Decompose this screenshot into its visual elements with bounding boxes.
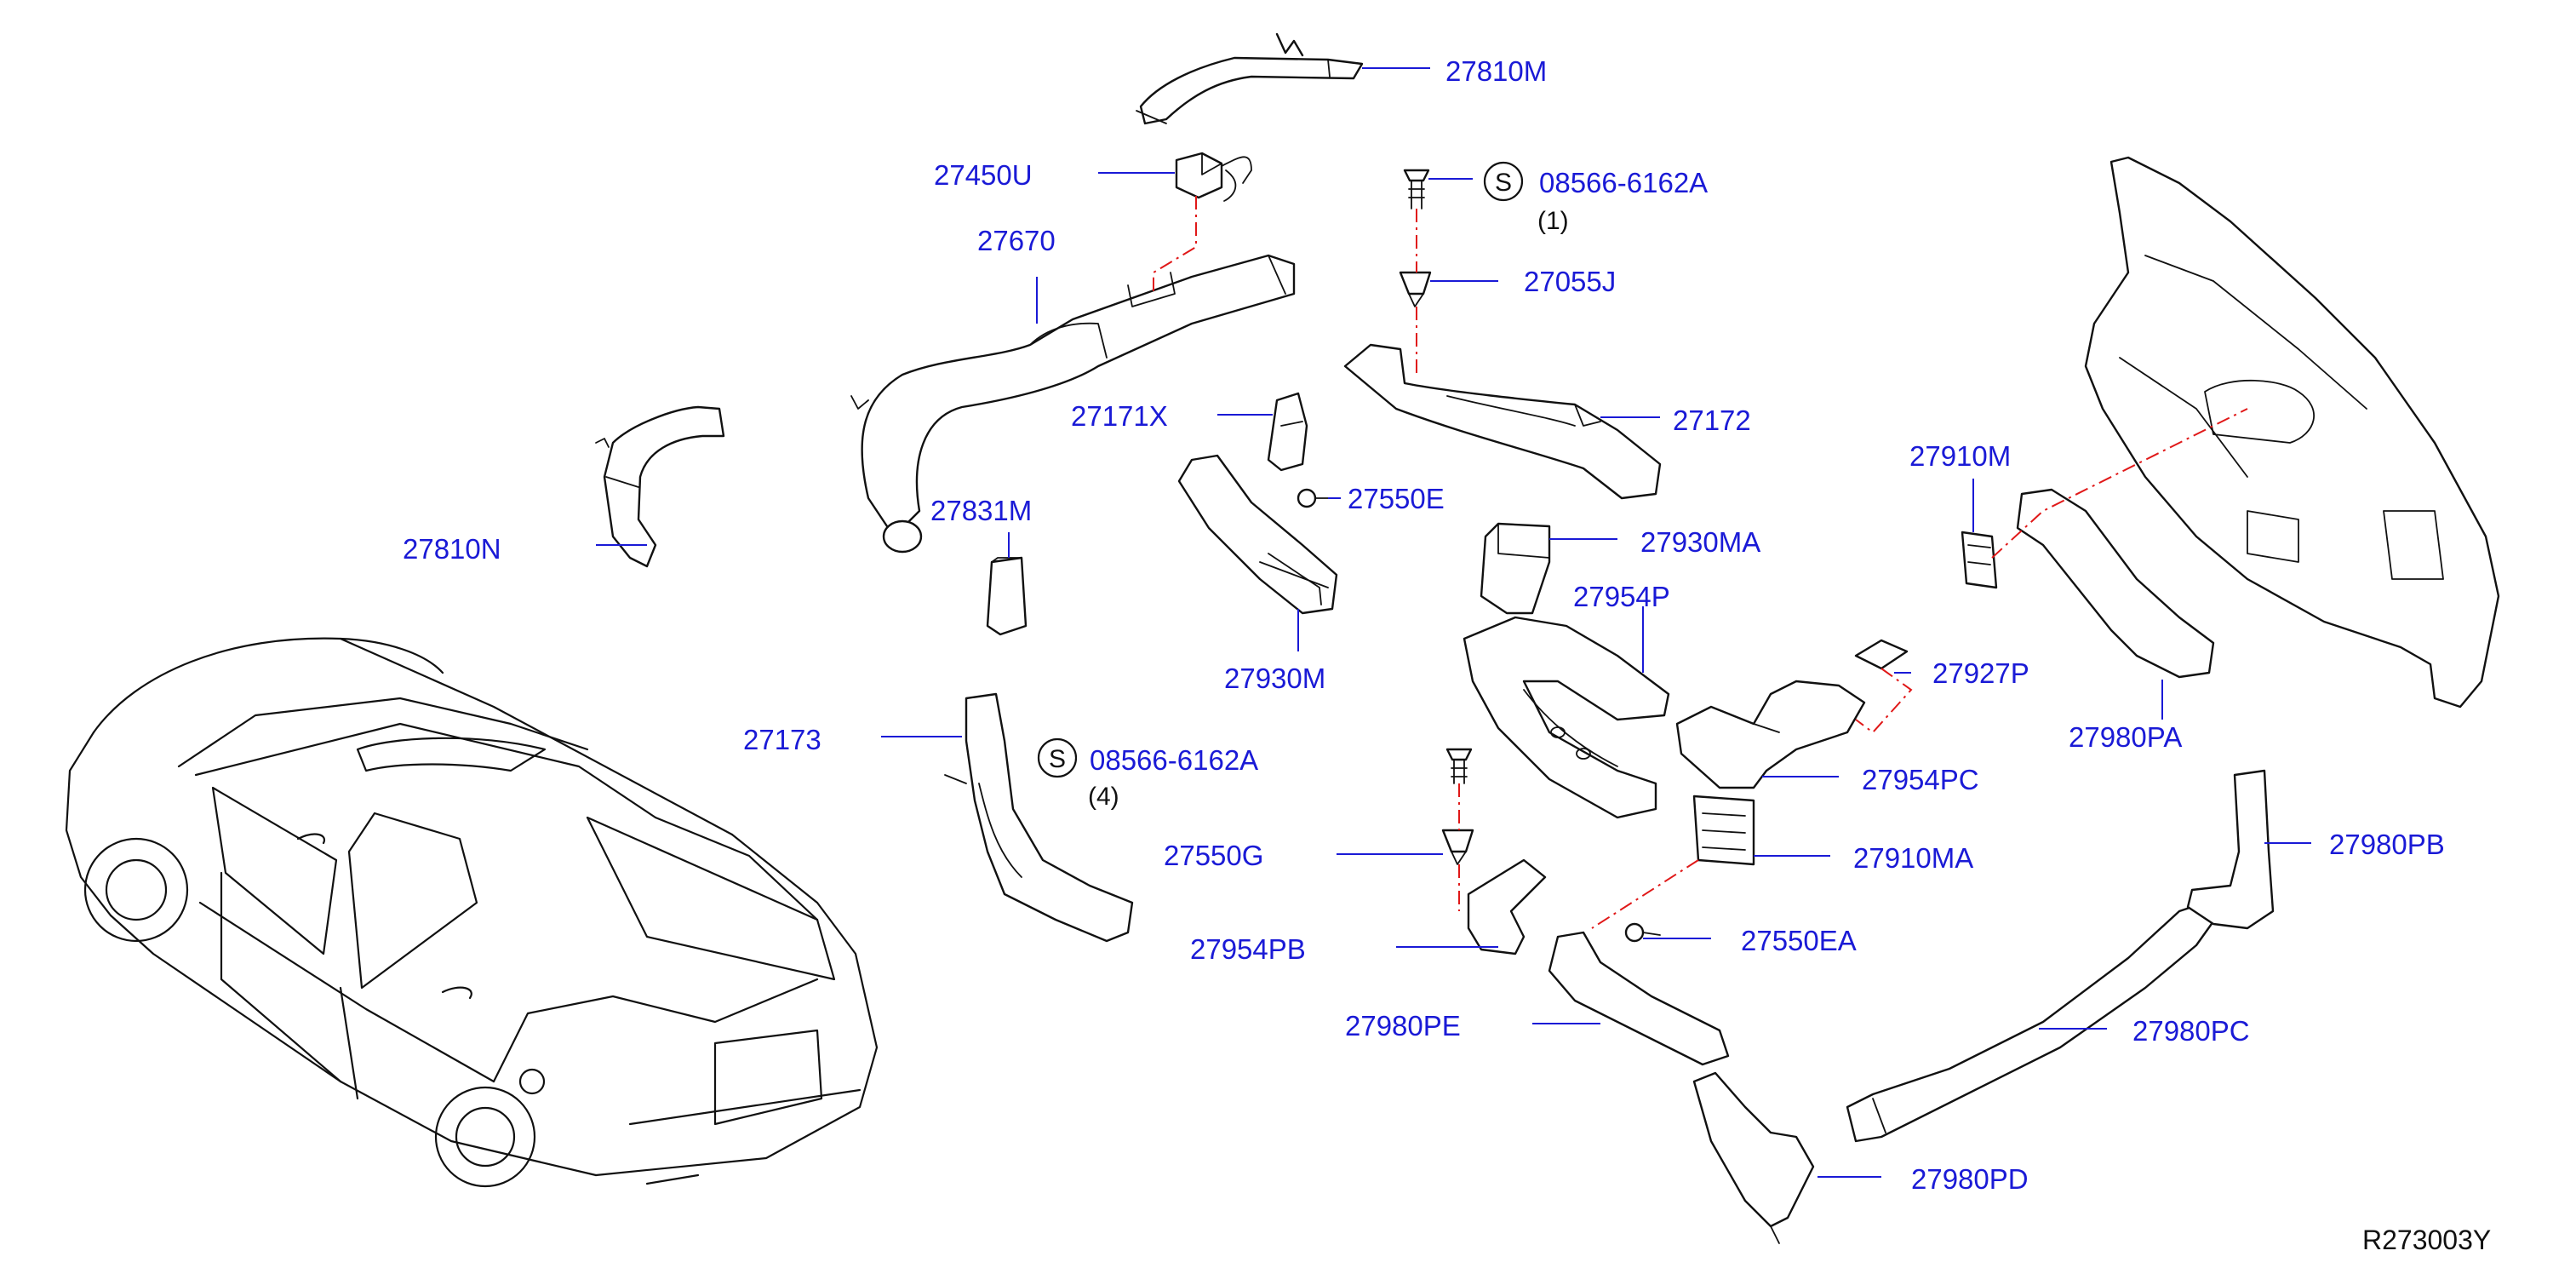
label-27980PB: 27980PB [2329, 829, 2445, 860]
assembly-lines [1153, 196, 2248, 929]
part-08566-screw-mid [1441, 748, 1474, 865]
part-27954PC-duct [1675, 680, 1866, 789]
label-27910M: 27910M [1909, 440, 2011, 472]
part-27810N-duct [595, 405, 725, 568]
part-27980PA-duct [2016, 488, 2215, 679]
label-27550EA: 27550EA [1741, 925, 1857, 956]
label-27831M: 27831M [930, 495, 1032, 526]
label-27910MA: 27910MA [1853, 842, 1973, 874]
part-trim-panel [2084, 156, 2500, 709]
quantity-mid: (4) [1088, 783, 1119, 811]
part-27171X-clip [1267, 392, 1308, 472]
label-27954PB: 27954PB [1190, 933, 1306, 965]
part-27930MA-duct [1480, 522, 1551, 615]
label-27810M: 27810M [1445, 55, 1547, 87]
part-27810M-duct [1136, 32, 1364, 125]
standard-part-symbol-top: S [1483, 161, 1524, 202]
label-27980PD: 27980PD [1911, 1163, 2029, 1195]
vehicle-illustration [65, 637, 879, 1188]
leader-lines [596, 67, 2311, 1178]
label-27173: 27173 [743, 724, 821, 755]
label-27930MA: 27930MA [1640, 526, 1760, 558]
label-27980PC: 27980PC [2132, 1015, 2250, 1047]
label-27171X: 27171X [1071, 400, 1168, 432]
part-27980PB-duct [2186, 769, 2275, 930]
part-27172-duct [1343, 343, 1662, 500]
part-27930M-duct [1177, 454, 1338, 615]
standard-part-s-mid: S [1049, 745, 1066, 773]
label-27980PE: 27980PE [1345, 1010, 1461, 1041]
part-27980PE-duct [1548, 931, 1730, 1066]
label-27550G: 27550G [1164, 840, 1263, 871]
part-27910MA-grille [1692, 795, 1755, 866]
part-27927P-clip [1854, 639, 1909, 670]
label-27810N: 27810N [403, 533, 501, 565]
label-27927P: 27927P [1932, 657, 2029, 689]
label-27954P: 27954P [1573, 581, 1670, 612]
quantity-top: (1) [1537, 207, 1569, 235]
part-08566-screw-top [1399, 169, 1432, 307]
part-27173-duct [944, 692, 1134, 943]
reference-code: R273003Y [2362, 1225, 2491, 1255]
label-27450U: 27450U [934, 159, 1033, 191]
part-27980PD-duct [1692, 1071, 1815, 1244]
part-27831M-duct [986, 556, 1028, 636]
part-27954PB-duct [1467, 858, 1547, 955]
label-27954PC: 27954PC [1862, 764, 1979, 795]
label-27550E: 27550E [1348, 483, 1445, 514]
part-labels: 27810M 27450U 27670 27171X 27831M 27810N… [403, 55, 2445, 1195]
part-27670-duct [850, 254, 1296, 554]
label-08566-6162A-top: 08566-6162A [1539, 167, 1708, 198]
label-27055J: 27055J [1524, 266, 1616, 297]
label-27930M: 27930M [1224, 663, 1325, 694]
part-27954P-duct [1463, 616, 1670, 819]
label-27172: 27172 [1673, 404, 1751, 436]
part-27910M-grille [1961, 531, 1998, 589]
label-08566-6162A-mid: 08566-6162A [1090, 744, 1258, 776]
label-27670: 27670 [977, 225, 1056, 256]
part-27450U-sensor [1175, 152, 1252, 202]
standard-part-symbol-mid: S [1037, 737, 1078, 778]
standard-part-s-top: S [1495, 169, 1512, 197]
label-27980PA: 27980PA [2069, 721, 2182, 753]
part-27550E-clip [1297, 488, 1337, 508]
part-27550EA-clip [1624, 922, 1661, 943]
